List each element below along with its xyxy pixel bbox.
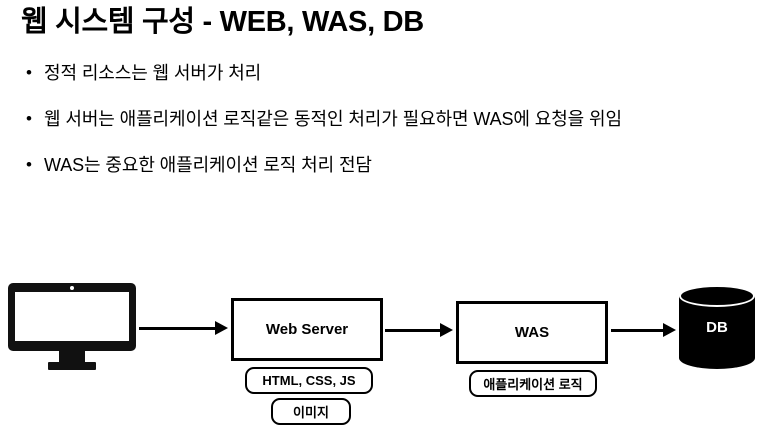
node-web-server: Web Server — [231, 298, 383, 361]
arrow-head-icon — [663, 323, 676, 337]
monitor-bezel — [8, 283, 136, 351]
arrow-head-icon — [215, 321, 228, 335]
db-top-ellipse — [679, 285, 755, 307]
db-bottom-ellipse — [679, 347, 755, 369]
arrow-web-server-to-was — [385, 321, 454, 339]
list-item: • 웹 서버는 애플리케이션 로직같은 동적인 처리가 필요하면 WAS에 요청… — [26, 106, 766, 152]
bullet-dot-icon: • — [26, 155, 32, 174]
bullet-dot-icon: • — [26, 109, 32, 128]
db-label: DB — [706, 318, 728, 336]
tag-static-resources: HTML, CSS, JS — [245, 367, 373, 394]
list-item: • 정적 리소스는 웹 서버가 처리 — [26, 60, 766, 106]
arrow-shaft — [139, 327, 217, 330]
arrow-was-to-database — [611, 321, 677, 339]
bullet-dot-icon: • — [26, 63, 32, 82]
node-was: WAS — [456, 301, 608, 364]
monitor-stand-base — [48, 362, 96, 370]
monitor-screen — [15, 292, 129, 341]
architecture-diagram: Web Server WAS DB HTML, CSS, JS 이미지 애플리케… — [0, 270, 782, 441]
page-title: 웹 시스템 구성 - WEB, WAS, DB — [21, 6, 424, 38]
tag-application-logic: 애플리케이션 로직 — [469, 370, 597, 397]
arrow-shaft — [385, 329, 442, 332]
monitor-stand-neck — [59, 350, 85, 363]
bullet-text: 웹 서버는 애플리케이션 로직같은 동적인 처리가 필요하면 WAS에 요청을 … — [44, 109, 622, 129]
arrow-shaft — [611, 329, 665, 332]
desktop-monitor-icon — [8, 283, 136, 370]
bullet-list: • 정적 리소스는 웹 서버가 처리 • 웹 서버는 애플리케이션 로직같은 동… — [26, 60, 766, 198]
arrow-head-icon — [440, 323, 453, 337]
bullet-text: WAS는 중요한 애플리케이션 로직 처리 전담 — [44, 155, 372, 175]
tag-image: 이미지 — [271, 398, 351, 425]
database-cylinder-icon: DB — [679, 285, 755, 369]
bullet-text: 정적 리소스는 웹 서버가 처리 — [44, 63, 262, 83]
monitor-camera-icon — [70, 286, 74, 290]
arrow-client-to-web-server — [139, 319, 229, 337]
list-item: • WAS는 중요한 애플리케이션 로직 처리 전담 — [26, 152, 766, 198]
